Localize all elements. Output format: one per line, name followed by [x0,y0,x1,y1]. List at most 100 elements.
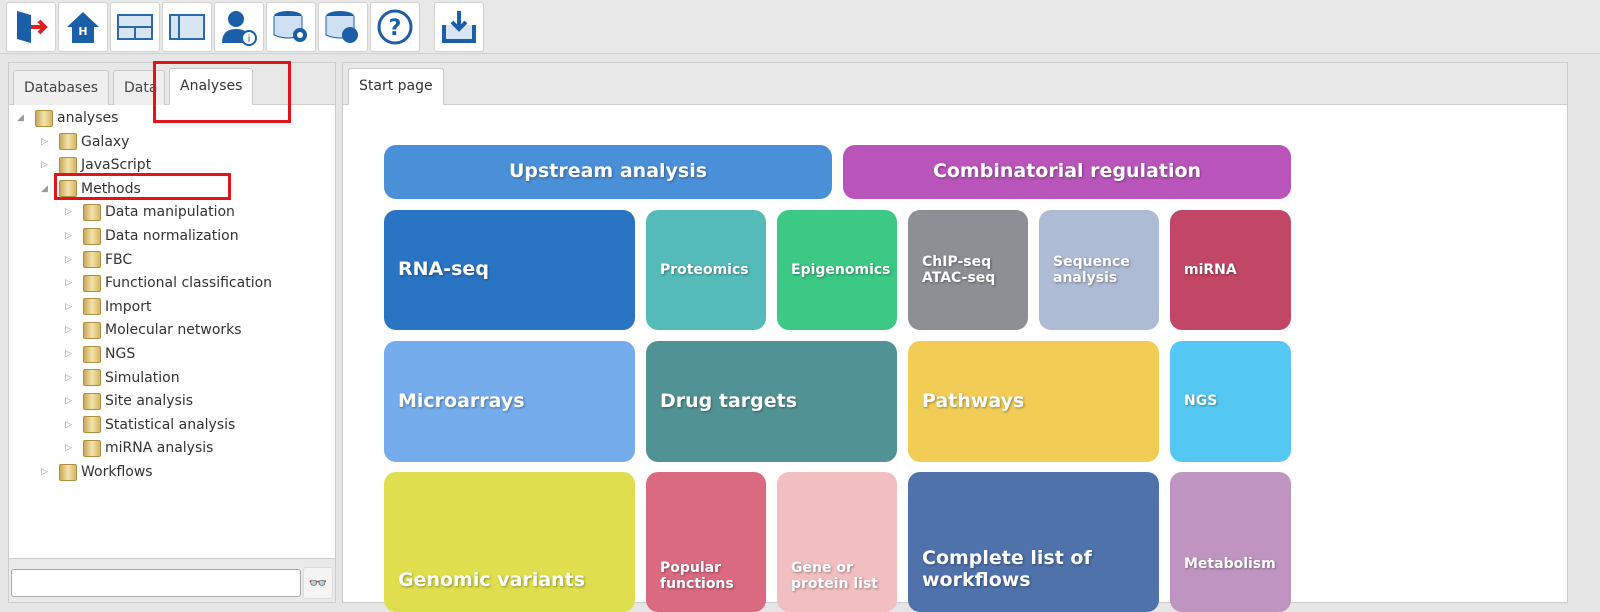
download-button[interactable] [434,2,484,52]
tile-pathways[interactable]: Pathways [908,341,1159,462]
layout-vertical-button[interactable] [162,2,212,52]
svg-text:H: H [78,25,87,38]
expand-icon[interactable]: ▷ [65,207,72,218]
database-chart-icon [325,11,358,43]
left-panel: Databases Data Analyses ◢ analyses ▷ Galaxy… [8,62,336,603]
folder-icon [83,321,101,339]
tree-node[interactable]: ▷Functional classification [65,272,272,294]
tree-node[interactable]: ▷ Workflows [41,461,153,483]
tile-gene-or-protein-list[interactable]: Gene or protein list [777,472,897,612]
tree-node-label: Molecular networks [105,322,242,339]
home-icon: H [67,12,99,43]
folder-icon [83,392,101,410]
left-tabs: Databases Data Analyses [9,63,335,105]
tree-node[interactable]: ▷ NGS [65,343,135,365]
user-info-button[interactable]: i [214,2,264,52]
tile-chip-seq-atac-seq[interactable]: ChIP-seq ATAC-seq [908,210,1028,330]
tree-node-label: Statistical analysis [105,416,236,433]
tile-microarrays[interactable]: Microarrays [384,341,635,462]
tab-analyses[interactable]: Analyses [169,68,254,105]
tab-start-page[interactable]: Start page [348,68,444,105]
expand-icon[interactable]: ▷ [41,160,48,171]
tree-node-label: Import [105,298,152,315]
expand-icon[interactable]: ▷ [65,278,72,289]
tile-proteomics[interactable]: Proteomics [646,210,766,330]
tree-node[interactable]: ▷ Site analysis [65,390,193,412]
tile-drug-targets[interactable]: Drug targets [646,341,897,462]
tree-node[interactable]: ▷ miRNA analysis [65,437,213,459]
tile-genomic-variants[interactable]: Genomic variants [384,472,635,612]
tile-mirna[interactable]: miRNA [1170,210,1291,330]
folder-icon [59,180,77,198]
tree-node[interactable]: ▷ JavaScript [41,154,151,176]
database-chart-button[interactable] [318,2,368,52]
tile-popular-functions[interactable]: Popular functions [646,472,766,612]
tree-node-label: NGS [105,346,136,362]
help-button[interactable]: ? [370,2,420,52]
search-input[interactable] [11,569,301,597]
tile-complete-list-of-workflows[interactable]: Complete list of workflows [908,472,1159,612]
tree-node[interactable]: ▷ Galaxy [41,131,129,153]
tile-sequence-analysis[interactable]: Sequence analysis [1039,210,1159,330]
tree-node-label: Galaxy [81,133,130,150]
expand-icon[interactable]: ▷ [65,349,72,359]
right-tabs: Start page [343,63,1567,105]
tile-combinatorial-regulation[interactable]: Combinatorial regulation [843,145,1291,199]
tree-node[interactable]: ▷ Statistical analysis [65,414,235,436]
folder-icon [59,463,77,481]
layout-horizontal-button[interactable] [110,2,160,52]
tree-node[interactable]: ◢ Methods [41,178,141,200]
tree-node[interactable]: ▷ Import [65,296,151,318]
tab-databases[interactable]: Databases [13,70,110,105]
expand-icon[interactable]: ▷ [41,467,48,477]
collapse-icon[interactable]: ◢ [41,183,48,194]
tree-node-label: analyses [57,110,119,126]
expand-icon[interactable]: ▷ [65,325,72,336]
expand-icon[interactable]: ▷ [65,231,72,241]
binoculars-icon: 👓 [308,574,328,592]
folder-icon [59,133,77,151]
expand-icon[interactable]: ▷ [65,396,72,407]
expand-icon[interactable]: ▷ [41,136,48,147]
folder-icon [83,416,101,434]
expand-icon[interactable]: ▷ [65,372,72,383]
tile-epigenomics[interactable]: Epigenomics [777,210,897,330]
tree-node-label: Methods [81,180,141,197]
home-button[interactable]: H [58,2,108,52]
logout-button[interactable] [6,2,56,52]
tree-node-label: JavaScript [81,157,152,174]
folder-icon [83,274,101,292]
expand-icon[interactable]: ▷ [65,301,72,312]
folder-icon [83,251,101,269]
folder-icon [83,227,101,245]
layout-horizontal-icon [117,14,153,40]
tile-rna-seq[interactable]: RNA-seq [384,210,635,330]
tree-node[interactable]: ▷ Data normalization [65,225,239,247]
collapse-icon[interactable]: ◢ [17,113,24,123]
expand-icon[interactable]: ▷ [65,443,72,454]
svg-text:i: i [248,34,251,45]
tree-node-label: Data normalization [105,228,239,244]
highlight-box-methods [54,173,231,200]
folder-icon [83,369,101,387]
tab-data[interactable]: Data [113,70,165,105]
tree-node[interactable]: ▷Simulation [65,367,180,389]
tile-ngs[interactable]: NGS [1170,341,1291,462]
database-settings-button[interactable] [266,2,316,52]
tile-upstream-analysis[interactable]: Upstream analysis [384,145,832,199]
folder-icon [83,203,101,221]
tree-node-label: Site analysis [105,393,194,410]
search-button[interactable]: 👓 [303,567,333,599]
layout-vertical-icon [169,14,205,40]
tree-node[interactable]: ◢ analyses [17,107,118,129]
expand-icon[interactable]: ▷ [65,254,72,265]
tree-node[interactable]: ▷ Molecular networks [65,319,242,341]
tree-node-label: miRNA analysis [105,440,214,457]
tree-node[interactable]: ▷Data manipulation [65,201,235,223]
expand-icon[interactable]: ▷ [65,419,72,430]
tile-metabolism[interactable]: Metabolism [1170,472,1291,612]
toolbar: H i ? [0,0,1600,54]
tree-node[interactable]: ▷FBC [65,249,132,271]
user-info-icon: i [222,11,257,46]
tree-node-label: Workflows [81,464,153,480]
